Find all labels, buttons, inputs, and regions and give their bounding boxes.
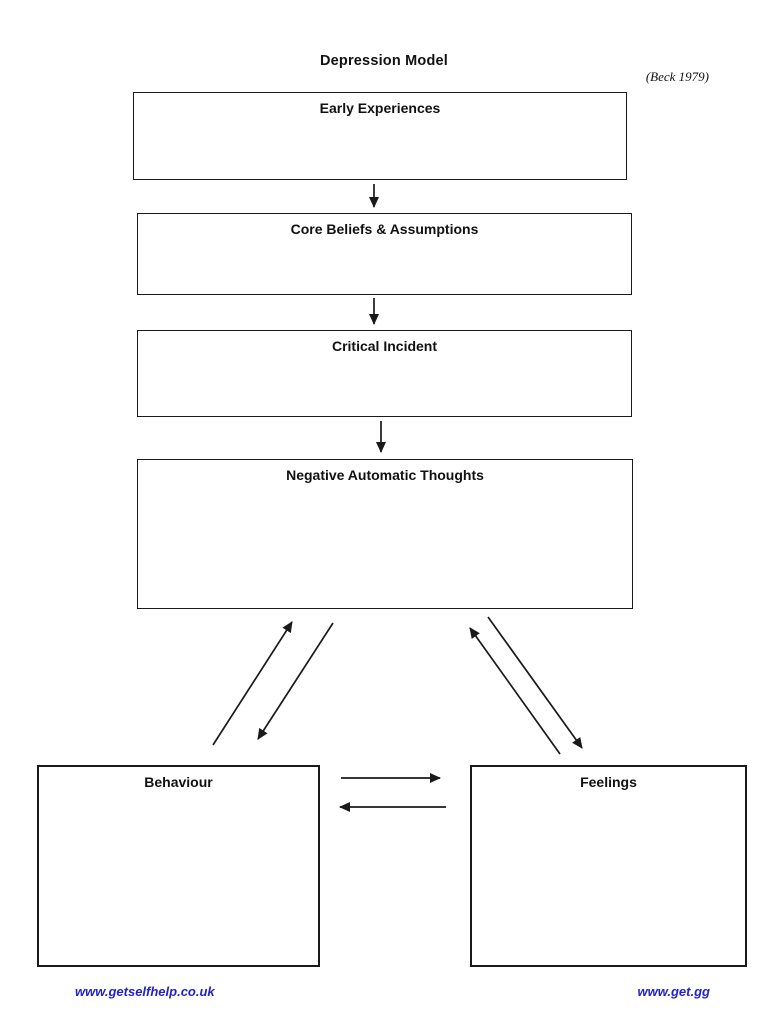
arrow-feelings-to-nat-icon — [469, 627, 561, 755]
node-critical-incident-label: Critical Incident — [331, 338, 438, 354]
arrow-behaviour-to-nat-icon — [212, 621, 293, 746]
node-early-experiences: Early Experiences — [133, 92, 627, 180]
node-negative-automatic-thoughts: Negative Automatic Thoughts — [137, 459, 633, 609]
node-core-beliefs-assumptions-label: Core Beliefs & Assumptions — [290, 221, 479, 237]
attribution-text: (Beck 1979) — [645, 69, 709, 84]
node-core-beliefs-assumptions: Core Beliefs & Assumptions — [137, 213, 632, 295]
node-early-experiences-label: Early Experiences — [319, 100, 441, 116]
footer-link-getselfhelp[interactable]: www.getselfhelp.co.uk — [75, 984, 215, 999]
node-negative-automatic-thoughts-label: Negative Automatic Thoughts — [286, 467, 484, 483]
footer-link-getgg[interactable]: www.get.gg — [637, 984, 710, 999]
node-feelings: Feelings — [470, 765, 747, 967]
arrow-nat-to-behaviour-icon — [257, 622, 334, 740]
node-behaviour: Behaviour — [37, 765, 320, 967]
page-title: Depression Model — [319, 53, 449, 69]
arrow-nat-to-feelings-icon — [487, 616, 583, 749]
node-critical-incident: Critical Incident — [137, 330, 632, 417]
node-behaviour-label: Behaviour — [144, 774, 213, 790]
node-feelings-label: Feelings — [580, 774, 637, 790]
